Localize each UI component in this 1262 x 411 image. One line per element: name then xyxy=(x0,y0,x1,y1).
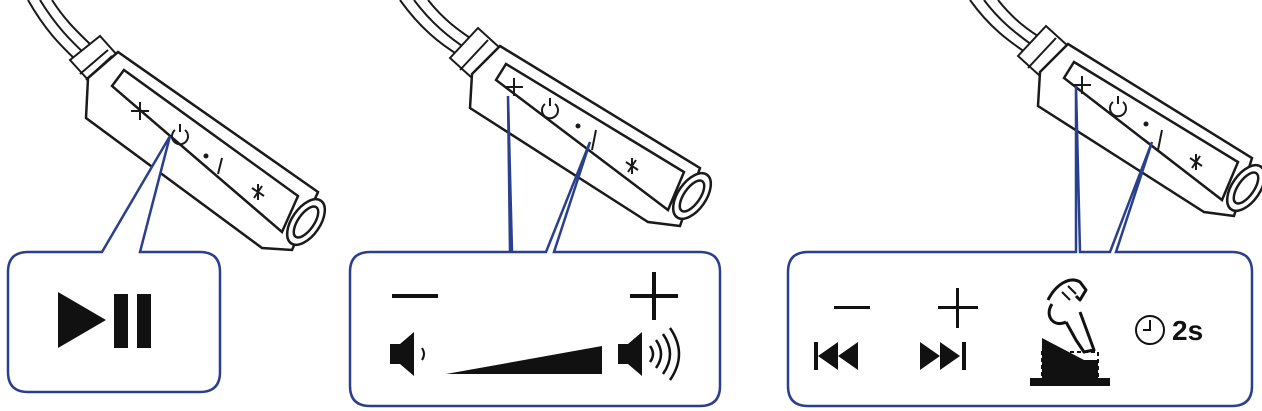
power-button-icon xyxy=(171,124,189,146)
minus-sign-icon xyxy=(392,294,438,298)
clock-icon xyxy=(1135,315,1165,345)
plus-button-icon xyxy=(131,102,149,120)
bluetooth-button-icon xyxy=(251,184,265,200)
speaker-low-icon xyxy=(390,332,425,376)
plus-button-icon xyxy=(1073,76,1091,94)
bluetooth-button-icon xyxy=(1189,154,1203,170)
finger-press-icon xyxy=(1030,278,1110,386)
minus-sign-icon xyxy=(834,306,870,309)
panel-volume xyxy=(340,0,740,411)
minus-button-icon xyxy=(591,129,597,151)
illustration-panel-2 xyxy=(348,0,722,408)
remote-body xyxy=(1036,42,1262,218)
next-track-icon xyxy=(920,342,966,370)
panel-track-skip: 2s xyxy=(780,0,1262,411)
remote-body xyxy=(468,44,713,228)
plus-button-icon xyxy=(505,78,523,96)
remote-buttons xyxy=(131,102,265,200)
plus-sign-icon xyxy=(938,288,978,328)
minus-button-icon xyxy=(217,157,223,175)
plus-sign-icon xyxy=(630,272,678,320)
play-pause-icon xyxy=(58,292,151,348)
remote-buttons xyxy=(505,78,639,174)
previous-track-icon xyxy=(814,342,858,370)
power-button-icon xyxy=(541,98,559,120)
power-button-icon xyxy=(1109,96,1127,118)
remote-body xyxy=(84,50,327,252)
minus-button-icon xyxy=(1157,129,1163,151)
illustration-panel-3: 2s xyxy=(786,0,1262,408)
remote-buttons xyxy=(1073,76,1203,170)
speaker-high-icon xyxy=(618,327,681,381)
callout-box xyxy=(348,95,722,408)
panel-play-pause xyxy=(0,0,330,411)
bluetooth-button-icon xyxy=(625,158,639,174)
illustration-panel-1 xyxy=(6,0,327,394)
volume-ramp xyxy=(446,346,602,374)
hold-duration-label: 2s xyxy=(1172,315,1203,346)
